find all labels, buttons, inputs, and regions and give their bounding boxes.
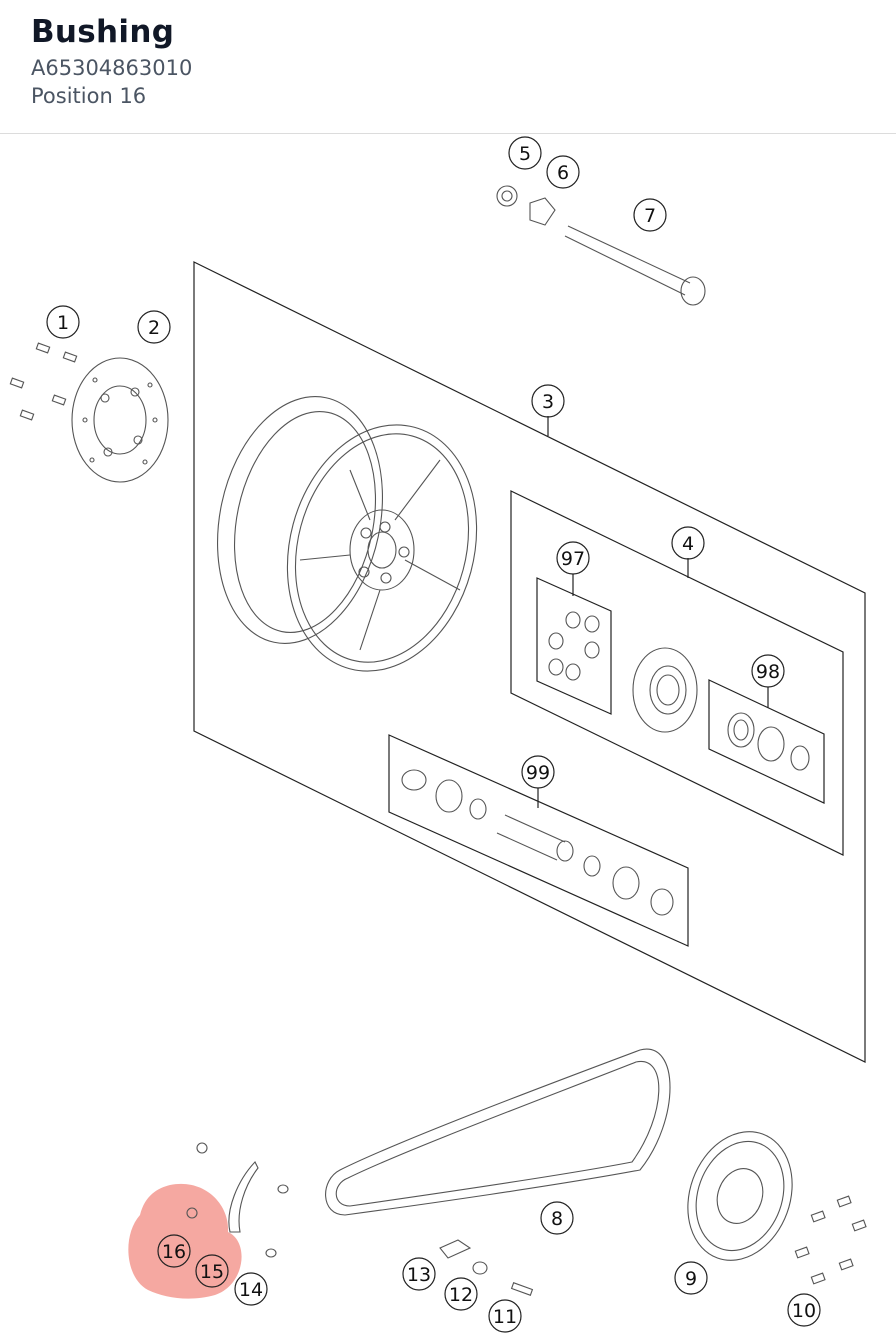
part-header: Bushing A65304863010 Position 16 [0,0,896,134]
callout-5-label: 5 [519,143,531,165]
bolt-set-97-panel [536,577,612,715]
part-position: Position 16 [31,84,147,108]
callout-97[interactable]: 97 [556,541,590,575]
callout-7[interactable]: 7 [633,198,667,232]
bushing-16 [186,1207,198,1219]
belt-guard-screw [510,1282,534,1296]
callout-6[interactable]: 6 [546,155,580,189]
rear-sprocket [687,1131,793,1261]
callout-15-label: 15 [200,1261,224,1283]
callout-9[interactable]: 9 [674,1261,708,1295]
highlight-area [128,1183,242,1299]
callout-10[interactable]: 10 [787,1293,821,1327]
callout-11[interactable]: 11 [488,1299,522,1333]
callout-16-label: 16 [162,1241,186,1263]
callout-15[interactable]: 15 [195,1254,229,1288]
callout-98[interactable]: 98 [751,654,785,688]
callout-13[interactable]: 13 [402,1257,436,1291]
callout-12-label: 12 [449,1284,473,1306]
callout-14[interactable]: 14 [234,1272,268,1306]
callout-2[interactable]: 2 [137,310,171,344]
callout-7-label: 7 [644,205,656,227]
drive-belt [325,1048,671,1216]
exploded-parts-diagram: 1 2 3 4 5 6 7 8 9 10 11 12 [9,136,867,1333]
callout-16[interactable]: 16 [157,1234,191,1268]
callout-14-label: 14 [239,1279,263,1301]
part-number: A65304863010 [31,56,193,80]
callout-12[interactable]: 12 [444,1277,478,1311]
bracket-screw-lower [265,1248,277,1258]
brake-disc [71,357,169,483]
callout-97-label: 97 [561,548,585,570]
callout-13-label: 13 [407,1264,431,1286]
chain-adjuster [529,197,556,226]
disc-bolts [9,342,78,421]
wheel-group-panel [193,261,866,1063]
axle-nut [496,185,518,207]
belt-guard-nut [472,1261,488,1275]
callout-6-label: 6 [557,162,569,184]
callout-11-label: 11 [493,1306,517,1328]
sensor-bracket [228,1161,259,1233]
rear-wheel [216,396,478,672]
callout-4-label: 4 [682,533,694,555]
sprocket-carrier [632,647,698,733]
callout-98-label: 98 [756,661,780,683]
spacers-99 [401,769,674,916]
belt-guard [439,1239,472,1259]
rear-axle [564,225,706,306]
callout-99[interactable]: 99 [521,755,555,789]
callout-99-label: 99 [526,762,550,784]
part-title: Bushing [31,14,175,50]
callout-1-label: 1 [57,312,69,334]
callout-9-label: 9 [685,1268,697,1290]
bracket-nut [196,1142,208,1154]
callout-4[interactable]: 4 [671,526,705,560]
callout-1[interactable]: 1 [46,305,80,339]
callout-8-label: 8 [551,1208,563,1230]
bracket-screw-upper [277,1184,289,1194]
callout-3[interactable]: 3 [531,384,565,418]
spacer-set-99-panel [388,734,689,947]
bearings-98 [727,712,810,771]
hub-group-panel [510,490,844,856]
callout-2-label: 2 [148,317,160,339]
sprocket-bolts [794,1195,867,1285]
bearing-set-98-panel [708,679,825,804]
hub-bolts-97 [548,611,600,681]
callout-10-label: 10 [792,1300,816,1322]
callout-3-label: 3 [542,391,554,413]
callout-5[interactable]: 5 [508,136,542,170]
callout-8[interactable]: 8 [540,1201,574,1235]
